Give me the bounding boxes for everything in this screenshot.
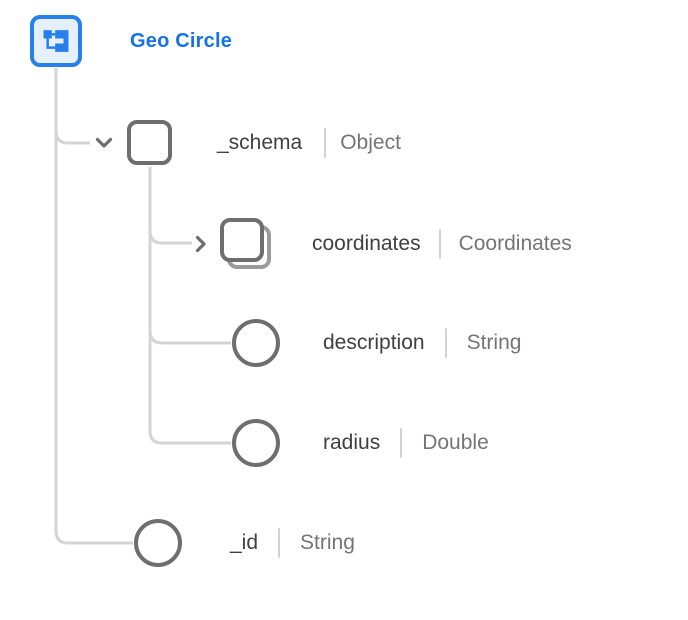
chevron-right-icon[interactable] [195,235,207,253]
tree-node-root[interactable]: Geo Circle [30,15,232,67]
node-type: Double [422,431,489,454]
tree-node-description[interactable]: description String [232,319,521,367]
schema-glyph [43,30,69,52]
schema-tree-icon[interactable] [30,15,82,67]
node-type: Object [340,130,401,154]
name-type-divider [278,528,281,558]
node-name: radius [323,431,381,454]
stack-front-square [220,218,264,262]
tree-node-radius[interactable]: radius Double [232,419,489,467]
name-type-divider [400,428,403,458]
node-name: coordinates [312,231,421,255]
name-type-divider [438,228,441,259]
node-name: description [323,331,425,354]
object-node-icon [127,120,172,165]
tree-node-coordinates[interactable]: coordinates Coordinates [195,218,572,269]
node-type: String [466,331,522,354]
node-type: String [300,531,355,554]
name-type-divider [324,127,327,158]
node-name: _id [230,531,259,554]
array-of-objects-icon [220,218,271,269]
field-node-icon [232,419,280,467]
field-node-icon [134,519,182,567]
tree-node-id[interactable]: _id String [134,519,355,567]
name-type-divider [444,328,447,358]
node-name: _schema [217,130,303,154]
tree-node-schema[interactable]: _schema Object [95,120,401,165]
schema-title: Geo Circle [130,29,233,52]
node-type: Coordinates [458,231,572,255]
chevron-down-icon[interactable] [95,137,113,149]
field-node-icon [232,319,280,367]
